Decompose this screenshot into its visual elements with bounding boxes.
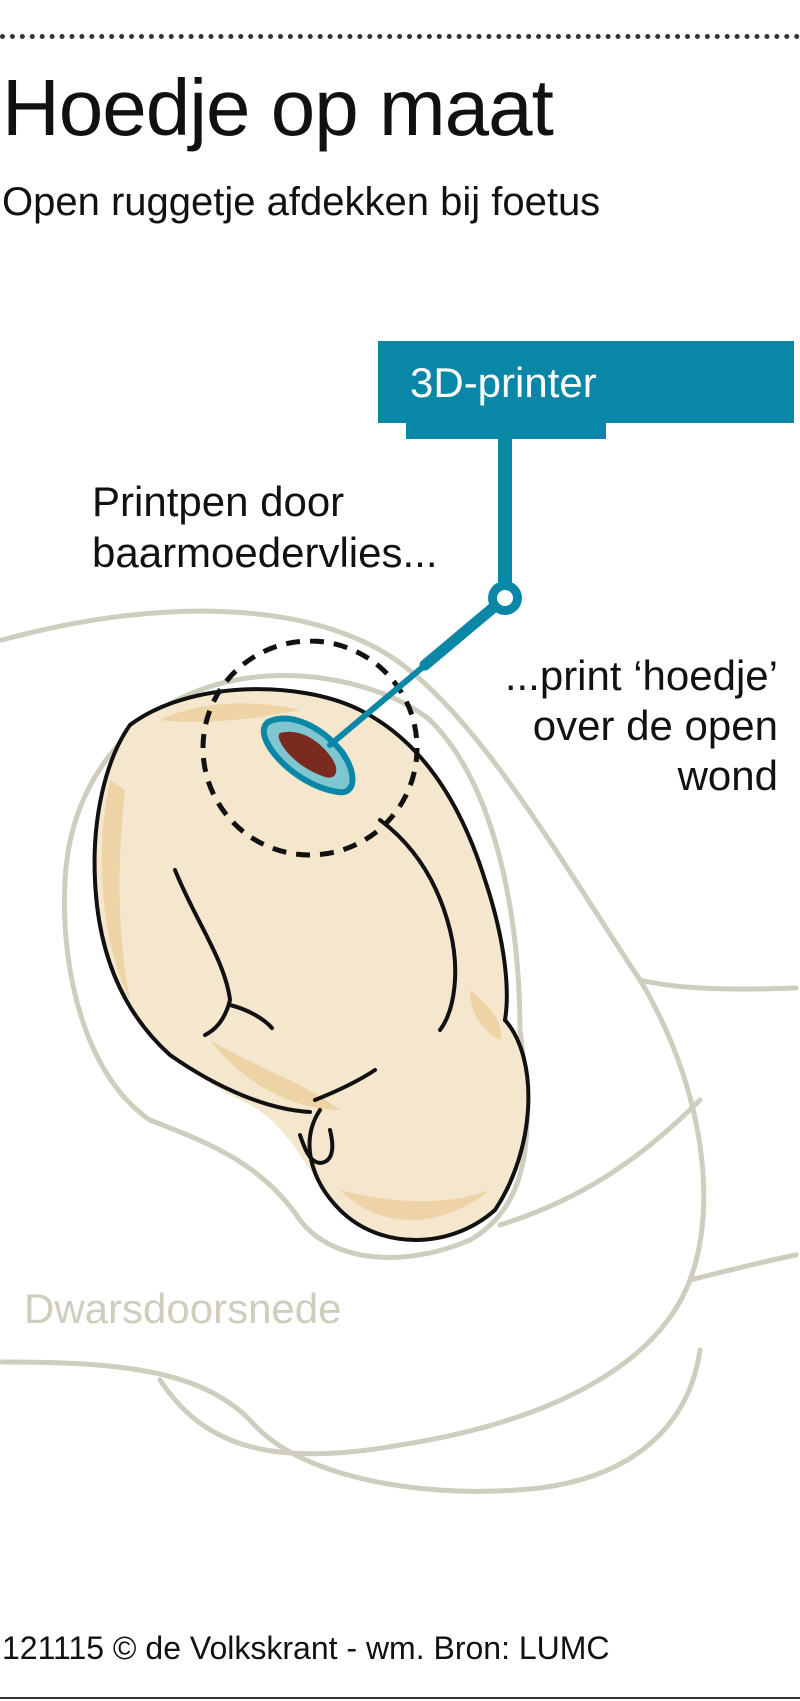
3d-printer-base	[406, 423, 606, 439]
bottom-divider	[0, 1697, 800, 1699]
print-line-1: ...print ‘hoedje’	[504, 652, 778, 699]
print-line-2: over de open	[532, 702, 778, 749]
print-line-3: wond	[677, 752, 778, 799]
open-wound	[278, 731, 337, 778]
mother-body-outline	[0, 608, 799, 1494]
source-credit: 121115 © de Volkskrant - wm. Bron: LUMC	[2, 1630, 610, 1666]
3d-printer-label: 3D-printer	[410, 359, 597, 406]
page-subtitle: Open ruggetje afdekken bij foetus	[2, 180, 601, 224]
page-title: Hoedje op maat	[2, 63, 554, 152]
amniotic-sac	[61, 673, 530, 1260]
printpen-line-2: baarmoedervlies...	[92, 529, 438, 576]
fetus-outline	[92, 687, 531, 1242]
fetus-shading	[101, 703, 502, 1220]
top-dotted-divider	[0, 34, 800, 39]
print-pen-thick	[419, 596, 506, 671]
3d-printer-box	[378, 341, 794, 423]
print-cap-annotation: ...print ‘hoedje’ over de open wond	[505, 651, 778, 801]
cross-section-label: Dwarsdoorsnede	[24, 1285, 342, 1332]
printer-arm	[498, 436, 512, 598]
fetus-body	[94, 689, 529, 1240]
pen-joint-inner	[497, 590, 513, 606]
focus-dashed-circle	[200, 638, 420, 858]
printpen-annotation: Printpen door baarmoedervlies...	[92, 476, 438, 578]
printpen-line-1: Printpen door	[92, 478, 345, 525]
